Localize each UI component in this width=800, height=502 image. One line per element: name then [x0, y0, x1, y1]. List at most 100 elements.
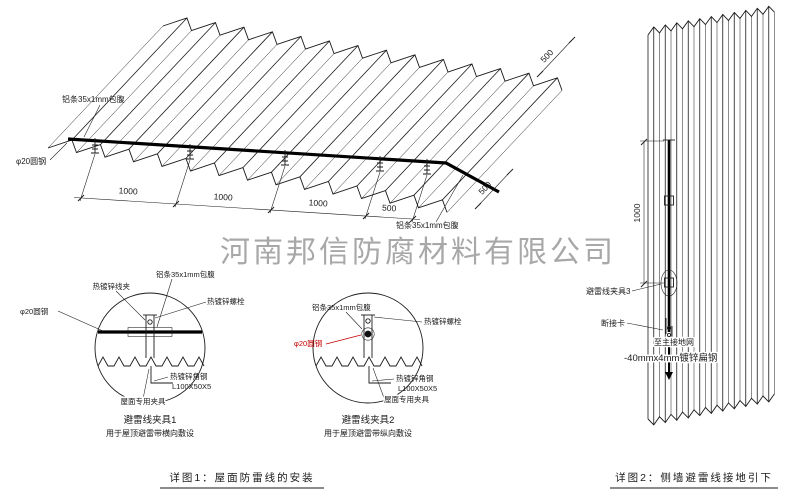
wire-clamp-mark: [91, 138, 99, 154]
label-alu-1: 铝条35x1mm包腹: [156, 269, 215, 279]
corrugation-line: [157, 31, 273, 155]
label-bolt-1: 热镀锌螺栓: [207, 296, 245, 306]
label-alu-strip-right: 铝条35x1mm包腹: [396, 220, 459, 230]
company-watermark: 河南邦信防腐材料有限公司: [220, 236, 616, 269]
detail1-title: 避雷线夹具1: [124, 414, 177, 426]
corrugation-line: [128, 26, 245, 150]
disconnect-link-symbol: [665, 318, 673, 342]
label-angle-spec-1: L100X50X5: [172, 382, 211, 391]
label-rod-1: φ20圆钢: [20, 306, 48, 316]
corrugation-line: [361, 76, 477, 199]
detail1-angle-steel: [150, 366, 173, 384]
corrugation-line: [214, 40, 330, 164]
clamp-detail-circle-2: 铝条35x1mm包腹 热镀锌螺栓 φ20圆钢 热镀锌角钢 L100X50X5 屋…: [294, 292, 462, 438]
leader-rod: [49, 142, 68, 161]
corrugation-line: [190, 48, 306, 172]
corrugation-line: [100, 22, 216, 145]
detail2-roof-profile: [315, 356, 423, 367]
corrugation-line: [76, 30, 192, 153]
detail1-leaders: [57, 278, 207, 400]
corrugation-line: [442, 77, 558, 201]
corrugation-line: [304, 67, 420, 190]
leader-alu-right: [435, 174, 464, 223]
label-angle-steel-2: 热镀锌角钢: [396, 373, 434, 383]
leader-alu-top: [83, 104, 101, 138]
clamp-detail-circle-1: 热镀锌线夹 铝条35x1mm包腹 热镀锌螺栓 φ20圆钢 热镀锌角钢 L100X…: [20, 269, 245, 438]
corrugation-line: [385, 68, 501, 191]
corrugation-line: [332, 71, 449, 195]
wire-clamp-mark: [186, 144, 194, 160]
corrugation-line: [446, 90, 563, 213]
corrugation-line: [275, 62, 392, 185]
wall-leaders: [626, 283, 664, 331]
corrugation-line: [104, 35, 221, 158]
detail2-rod-leader-red: [325, 334, 362, 345]
wire-clamp-mark: [423, 159, 431, 175]
detail2-subtitle: 用于屋顶避雷带纵向敷设: [324, 428, 412, 438]
detail-circle-2: [312, 292, 424, 404]
label-angle-steel-1: 热镀锌角钢: [170, 371, 208, 381]
label-angle-spec-2: L100X50X5: [398, 384, 437, 393]
detail2-clamp-assembly: [361, 314, 375, 358]
dim-1000-b: 1000: [213, 191, 233, 202]
corrugation-line: [247, 58, 363, 181]
corrugation-line: [413, 72, 530, 196]
label-alu-2: 铝条35x1mm包腹: [312, 302, 371, 312]
label-bolt-2: 热镀锌螺栓: [424, 316, 462, 326]
label-roof-clamp-2: 屋面专用夹具: [384, 394, 429, 404]
detail1-roof-profile: [97, 356, 205, 367]
dim-1000-c: 1000: [308, 197, 328, 208]
dim-500-a: 500: [382, 203, 397, 214]
roof-dimension-chain: [73, 153, 428, 223]
label-clamp3: 避雷线夹具3: [586, 286, 631, 296]
label-disconnect: 断接卡: [601, 318, 625, 328]
detail1-alu-wrap: [127, 327, 173, 337]
figure1-caption: 详图1：屋面防雷线的安装: [169, 471, 314, 484]
corrugation-line: [71, 17, 188, 141]
label-flat-steel: -40mmx4mm镀锌扁钢: [624, 352, 717, 364]
wall-dimension: [640, 138, 664, 288]
detail2-title: 避雷线夹具2: [342, 414, 395, 426]
detail-circle-1: [94, 292, 206, 404]
detail2-angle-steel: [368, 366, 391, 384]
corrugation-line: [647, 393, 775, 426]
roof-lightning-wire: [67, 137, 500, 194]
detail2-leaders: [345, 311, 423, 399]
corrugation-line: [218, 53, 335, 176]
corrugation-line: [356, 63, 473, 187]
figure2-caption: 详图2：侧墙避雷线接地引下: [615, 471, 773, 484]
dim-1000-a: 1000: [118, 185, 138, 196]
detail2-wire-section: [364, 330, 372, 338]
corrugation-line: [418, 85, 534, 208]
corrugation-line: [47, 25, 164, 149]
label-alu-strip-top: 铝条35x1mm包腹: [62, 94, 125, 104]
down-arrow: [665, 372, 673, 380]
label-round-steel: φ20圆钢: [16, 156, 46, 166]
roof-isometric-view: 1000 1000 1000 500 500 500 铝条35x1mm包腹 φ2…: [16, 17, 576, 230]
label-wire-clip-1: 热镀锌线夹: [93, 281, 131, 291]
wall-view: 1000 避雷线夹具3 断接卡 至主接地网 -40mmx4mm镀锌扁钢: [585, 5, 775, 426]
corrugation-line: [389, 81, 506, 204]
detail2-alu-wrap: [361, 327, 375, 341]
label-rod-2: φ20圆钢: [294, 338, 322, 348]
roof-corrugation-lines: [47, 17, 563, 213]
label-to-ground: 至主接地网: [654, 337, 694, 347]
wall-clamp-upper: [664, 195, 674, 206]
corrugation-line: [647, 5, 775, 36]
roof-right-dims: [474, 36, 576, 210]
wall-clamp-lower: [664, 277, 674, 288]
roof-wire-clamps: [91, 138, 431, 175]
dim-500-top: 500: [538, 47, 555, 64]
wall-corrugation-lines: [647, 5, 775, 426]
label-roof-clamp-1: 屋面专用夹具: [121, 396, 166, 406]
wire-clamp-mark: [281, 150, 289, 166]
dim-1000-wall: 1000: [632, 203, 642, 222]
detail1-clamp-assembly: [143, 314, 157, 358]
corrugation-line: [185, 36, 302, 159]
corrugation-line: [242, 45, 359, 168]
corrugation-line: [133, 39, 249, 162]
corrugation-line: [162, 17, 563, 91]
corrugation-line: [328, 59, 444, 182]
detail1-subtitle: 用于屋顶避雷带横向敷设: [106, 428, 194, 438]
